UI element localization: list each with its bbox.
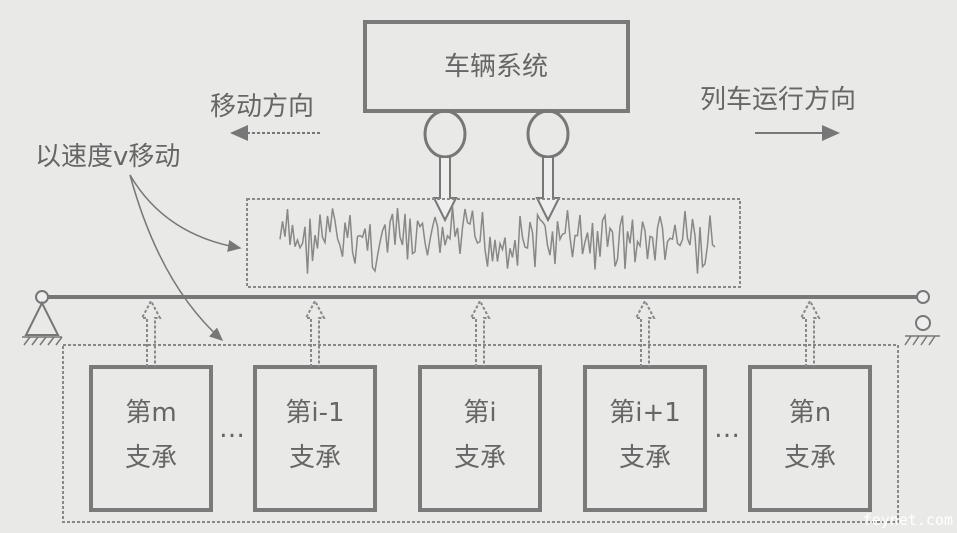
speed-pointer-arrow-icon	[129, 174, 242, 252]
support-index-label: 第n	[789, 398, 831, 428]
track-irregularity-box	[246, 198, 741, 288]
support-box	[748, 365, 872, 512]
reaction-arrow-icon	[634, 298, 656, 367]
speed-label: 以速度v移动	[35, 142, 180, 172]
support-label: 支承	[454, 443, 506, 473]
support-index-label: 第m	[125, 398, 176, 428]
support-4: 第i+1 支承	[583, 298, 707, 512]
support-label: 支承	[289, 443, 341, 473]
reaction-arrow-icon	[469, 298, 491, 367]
support-box	[583, 365, 707, 512]
move-direction-label: 移动方向	[210, 92, 314, 122]
support-label: 支承	[125, 443, 177, 473]
support-box	[418, 365, 542, 512]
support-index-label: 第i+1	[609, 398, 681, 428]
reaction-arrow-icon	[304, 298, 326, 367]
support-index-label: 第i	[463, 398, 496, 428]
support-5: 第n 支承	[748, 298, 872, 512]
support-2: 第i-1 支承	[253, 298, 377, 512]
watermark: feynet.com	[862, 511, 953, 529]
speed-pointer-arrow-icon	[129, 174, 224, 341]
wheel-right	[526, 109, 570, 159]
wheel-left	[423, 109, 467, 159]
load-arrow-icon	[535, 156, 561, 223]
support-index-label: 第i-1	[285, 398, 344, 428]
train-direction-label: 列车运行方向	[700, 85, 856, 115]
roller-support-icon	[904, 290, 940, 346]
reaction-arrow-icon	[799, 298, 821, 367]
support-box	[253, 365, 377, 512]
vehicle-system-label: 车辆系统	[444, 52, 548, 82]
pin-support-icon	[22, 290, 63, 346]
support-1: 第m 支承	[89, 298, 213, 512]
support-label: 支承	[619, 443, 671, 473]
ellipsis: …	[714, 414, 740, 444]
supports-group-box	[62, 344, 899, 523]
ellipsis: …	[219, 414, 245, 444]
vehicle-system-box	[363, 20, 630, 113]
track-irregularity-signal	[279, 206, 716, 274]
support-box	[89, 365, 213, 512]
reaction-arrow-icon	[140, 298, 162, 367]
support-3: 第i 支承	[418, 298, 542, 512]
support-label: 支承	[784, 443, 836, 473]
